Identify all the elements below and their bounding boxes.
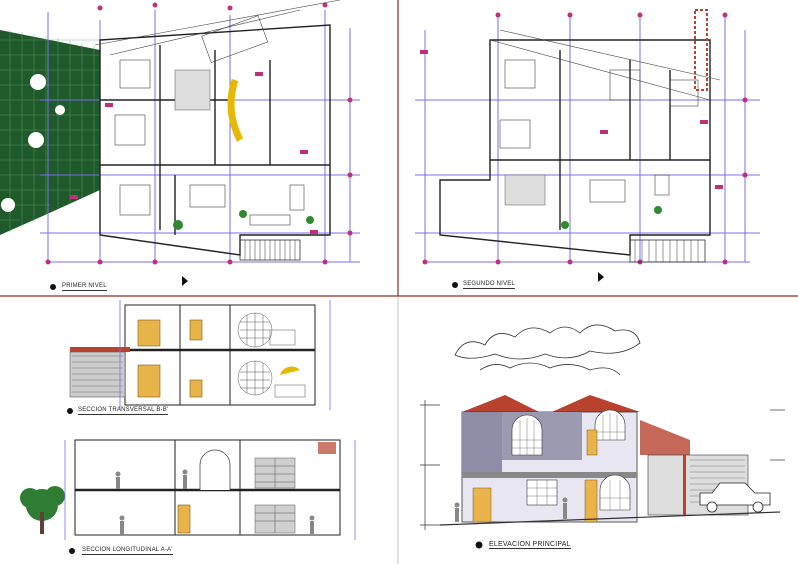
title-marker-icon <box>67 408 73 414</box>
title-marker-icon <box>452 282 458 288</box>
clouds <box>454 324 641 376</box>
tree <box>20 486 65 534</box>
north-arrow-icon <box>598 272 604 282</box>
front-elevation <box>420 324 785 530</box>
garden-area <box>0 30 100 235</box>
first-floor-plan <box>0 0 360 286</box>
human-figures <box>115 469 315 535</box>
car <box>699 482 771 513</box>
first-floor-plan-title: PRIMER NIVEL <box>62 283 107 291</box>
transverse-section-title: SECCION TRANSVERSAL B-B' <box>78 407 169 415</box>
second-floor-plan <box>415 9 760 282</box>
title-marker-icon <box>69 548 75 554</box>
transverse-section <box>69 300 331 410</box>
longitudinal-section-title: SECCION LONGITUDINAL A-A' <box>82 547 173 555</box>
title-marker-icon <box>475 541 483 549</box>
north-arrow-icon <box>182 276 188 286</box>
stair-curve <box>227 78 244 142</box>
longitudinal-section <box>20 439 356 540</box>
front-elevation-title: ELEVACION PRINCIPAL <box>489 541 571 549</box>
second-floor-plan-title: SEGUNDO NIVEL <box>463 281 515 289</box>
title-marker-icon <box>50 284 56 290</box>
garden-shrubs <box>1 74 65 212</box>
